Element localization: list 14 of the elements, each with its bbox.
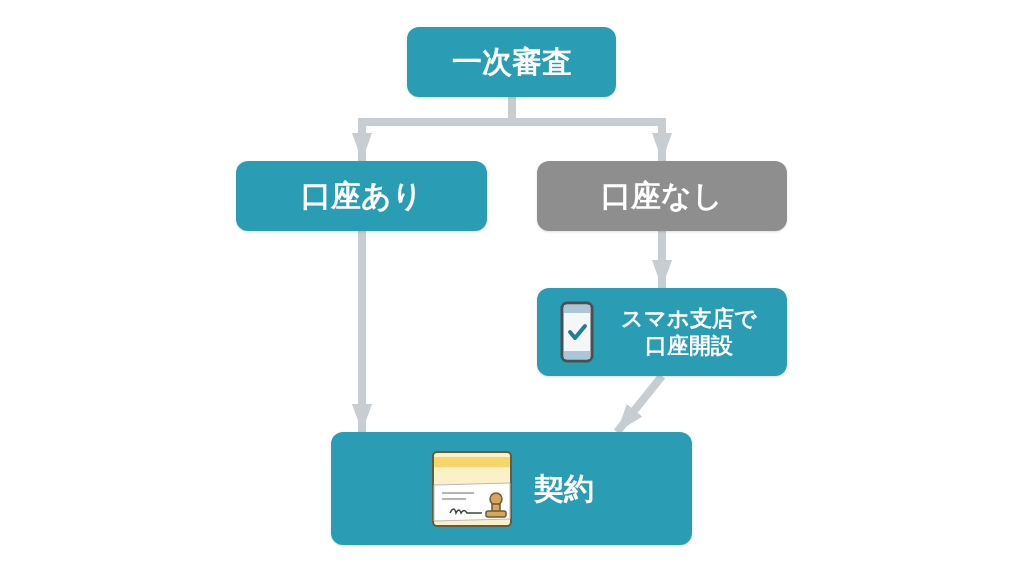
process-box bbox=[331, 432, 692, 545]
arrow bbox=[613, 373, 666, 435]
box-label: 口座なし bbox=[601, 177, 723, 215]
arrow bbox=[652, 231, 672, 288]
process-box bbox=[236, 161, 487, 231]
box-label: 口座あり bbox=[300, 177, 423, 215]
process-box bbox=[537, 161, 787, 231]
process-box bbox=[537, 288, 787, 376]
arrow bbox=[508, 97, 672, 161]
arrow bbox=[352, 231, 372, 432]
box-label: スマホ支店で口座開設 bbox=[620, 304, 758, 360]
box-label: 契約 bbox=[533, 469, 594, 508]
box-label: 一次審査 bbox=[451, 43, 572, 81]
process-box bbox=[407, 27, 616, 97]
